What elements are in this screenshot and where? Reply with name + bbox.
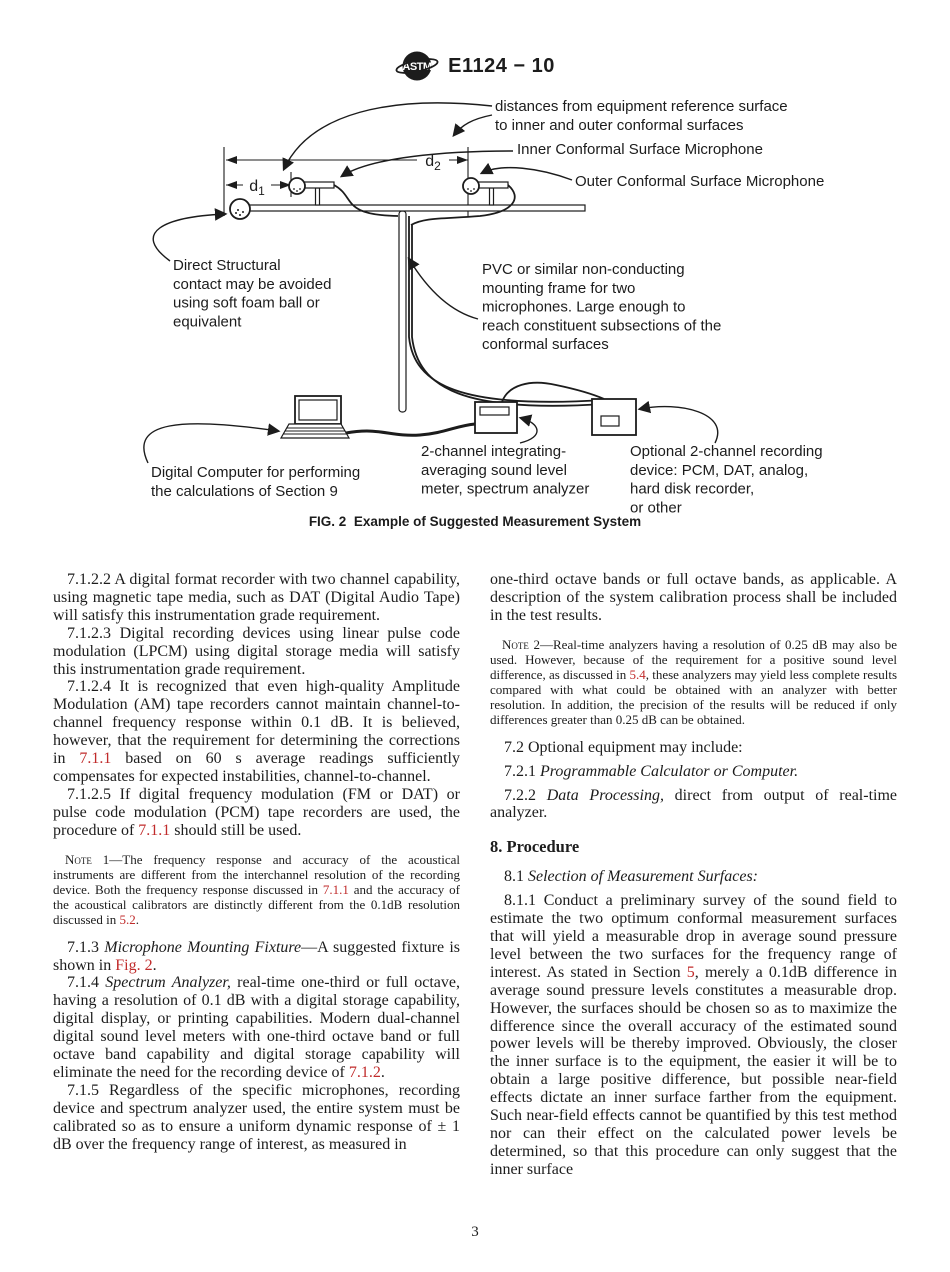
text-run: 7.1.4 — [67, 974, 106, 992]
para-7-1-5: 7.1.5 Regardless of the specific microph… — [53, 1082, 460, 1154]
text-run: 7.1.2.5 If digital frequency modulation … — [53, 785, 460, 839]
figure-caption: FIG. 2 Example of Suggested Measurement … — [308, 514, 642, 529]
body-right-column: one-third octave bands or full octave ba… — [490, 571, 897, 1179]
text-run: , these analyzers may yield less complet… — [490, 666, 897, 727]
para-7-1-2-3: 7.1.2.3 Digital recording devices using … — [53, 625, 460, 679]
text-run: real-time one-third or full octave, havi… — [53, 974, 461, 1081]
text-run: 7.1.3 — [67, 938, 105, 956]
section-ref-link[interactable]: 7.1.2 — [348, 1063, 381, 1081]
section-ref-link[interactable]: 7.1.1 — [322, 881, 349, 897]
standard-number: E1124 − 10 — [448, 54, 555, 77]
section-ref-link[interactable]: 7.1.1 — [138, 821, 171, 839]
section-ref-link[interactable]: 5 — [686, 963, 695, 981]
recording-device — [591, 398, 637, 436]
text-run: 1—The frequency response and accuracy of… — [53, 851, 460, 897]
body-left-column: 7.1.2.2 A digital format recorder with t… — [53, 571, 460, 1179]
section-ref-link[interactable]: Fig. 2 — [115, 956, 153, 974]
microphone-cables — [333, 184, 605, 407]
laptop-meter-cable — [345, 422, 476, 437]
text-run: , merely a 0.1dB difference in average s… — [490, 963, 898, 1178]
text-run: Note — [502, 636, 529, 652]
sound-level-meter — [474, 401, 518, 434]
page-header: ASTM E1124 − 10 — [0, 46, 950, 86]
para-7-1-2-5: 7.1.2.5 If digital frequency modulation … — [53, 786, 460, 840]
text-run: 7.1.5 Regardless of the specific microph… — [53, 1081, 460, 1153]
text-run: and the accuracy of the acoustical calib… — [53, 881, 460, 927]
text-run: 2—Real-time analyzers having a resolutio… — [490, 636, 897, 682]
para-7-2-2: 7.2.2 Data Processing, direct from outpu… — [490, 787, 897, 823]
label-inner-microphone: Inner Conformal Surface Microphone — [517, 141, 763, 158]
text-run: Selection of Measurement Surfaces: — [528, 868, 759, 886]
text-run: 7.1.2.4 It is recognized that even high-… — [53, 678, 460, 768]
leader-arrows — [143, 102, 719, 464]
para-7-1-5-continued: one-third octave bands or full octave ba… — [490, 571, 897, 625]
text-run: 8.1 — [504, 868, 528, 886]
text-run: direct from output of real-time analyzer… — [490, 786, 898, 822]
page-number: 3 — [471, 1224, 479, 1240]
para-8-1-1: 8.1.1 Conduct a preliminary survey of th… — [490, 892, 897, 1179]
text-run: 7.2.2 — [504, 786, 547, 804]
laptop-computer — [279, 395, 351, 439]
text-run: 7.1.2.3 Digital recording devices using … — [53, 624, 460, 678]
pvc-pipe — [398, 210, 407, 413]
note-2: Note 2—Real-time analyzers having a reso… — [490, 637, 897, 727]
heading-8-procedure: 8. Procedure — [490, 838, 897, 856]
text-run: Data Processing, — [546, 786, 664, 804]
section-ref-link[interactable]: 5.4 — [629, 666, 646, 682]
text-run: 7.2.1 — [504, 762, 540, 780]
para-7-1-2-4: 7.1.2.4 It is recognized that even high-… — [53, 678, 460, 785]
label-sound-level-meter: 2-channel integrating-averaging sound le… — [421, 443, 589, 498]
text-run: . — [380, 1063, 385, 1081]
foam-ball — [229, 198, 251, 220]
para-7-1-2-2: 7.1.2.2 A digital format recorder with t… — [53, 571, 460, 625]
inner-microphone — [288, 177, 335, 206]
para-8-1: 8.1 Selection of Measurement Surfaces: — [490, 868, 897, 886]
text-run: based on 60 s average readings sufficien… — [53, 750, 460, 785]
text-run: . — [152, 956, 157, 974]
dimension-d1: d1 — [226, 174, 291, 198]
text-run: Spectrum Analyzer, — [105, 974, 231, 992]
text-run: should still be used. — [170, 821, 302, 839]
text-run: Programmable Calculator or Computer. — [540, 762, 799, 780]
para-7-2-1: 7.2.1 Programmable Calculator or Compute… — [490, 763, 897, 781]
measurement-system-figure: d2 d1 — [0, 85, 950, 525]
para-7-1-4: 7.1.4 Spectrum Analyzer, real-time one-t… — [53, 974, 460, 1081]
body-text: 7.1.2.2 A digital format recorder with t… — [53, 571, 897, 1179]
para-7-2: 7.2 Optional equipment may include: — [490, 739, 897, 757]
dimension-d1-label: d1 — [249, 178, 265, 198]
text-run: Note — [65, 851, 92, 867]
text-run: 7.1.2.2 A digital format recorder with t… — [53, 571, 460, 624]
text-run: Microphone Mounting Fixture — [104, 938, 302, 956]
text-run: 8. Procedure — [490, 837, 580, 857]
astm-logo: ASTM — [395, 51, 439, 81]
section-ref-link[interactable]: 5.2 — [119, 911, 136, 927]
mounting-frame-bar — [245, 204, 586, 212]
section-ref-link[interactable]: 7.1.1 — [79, 750, 112, 768]
text-run: one-third octave bands or full octave ba… — [490, 571, 897, 624]
para-7-1-3: 7.1.3 Microphone Mounting Fixture—A sugg… — [53, 939, 460, 975]
text-run: 7.2 Optional equipment may include: — [504, 738, 743, 756]
outer-microphone — [462, 177, 509, 206]
text-run: 8.1.1 Conduct a preliminary survey of th… — [490, 892, 897, 981]
text-run: —A suggested fixture is shown in — [53, 938, 461, 974]
text-run: . — [135, 911, 139, 927]
label-outer-microphone: Outer Conformal Surface Microphone — [575, 173, 824, 190]
dimension-d2-label: d2 — [425, 153, 441, 173]
dimension-d2: d2 — [226, 149, 468, 173]
note-1: Note 1—The frequency response and accura… — [53, 852, 460, 927]
label-distances: distances from equipment reference surfa… — [495, 98, 788, 134]
